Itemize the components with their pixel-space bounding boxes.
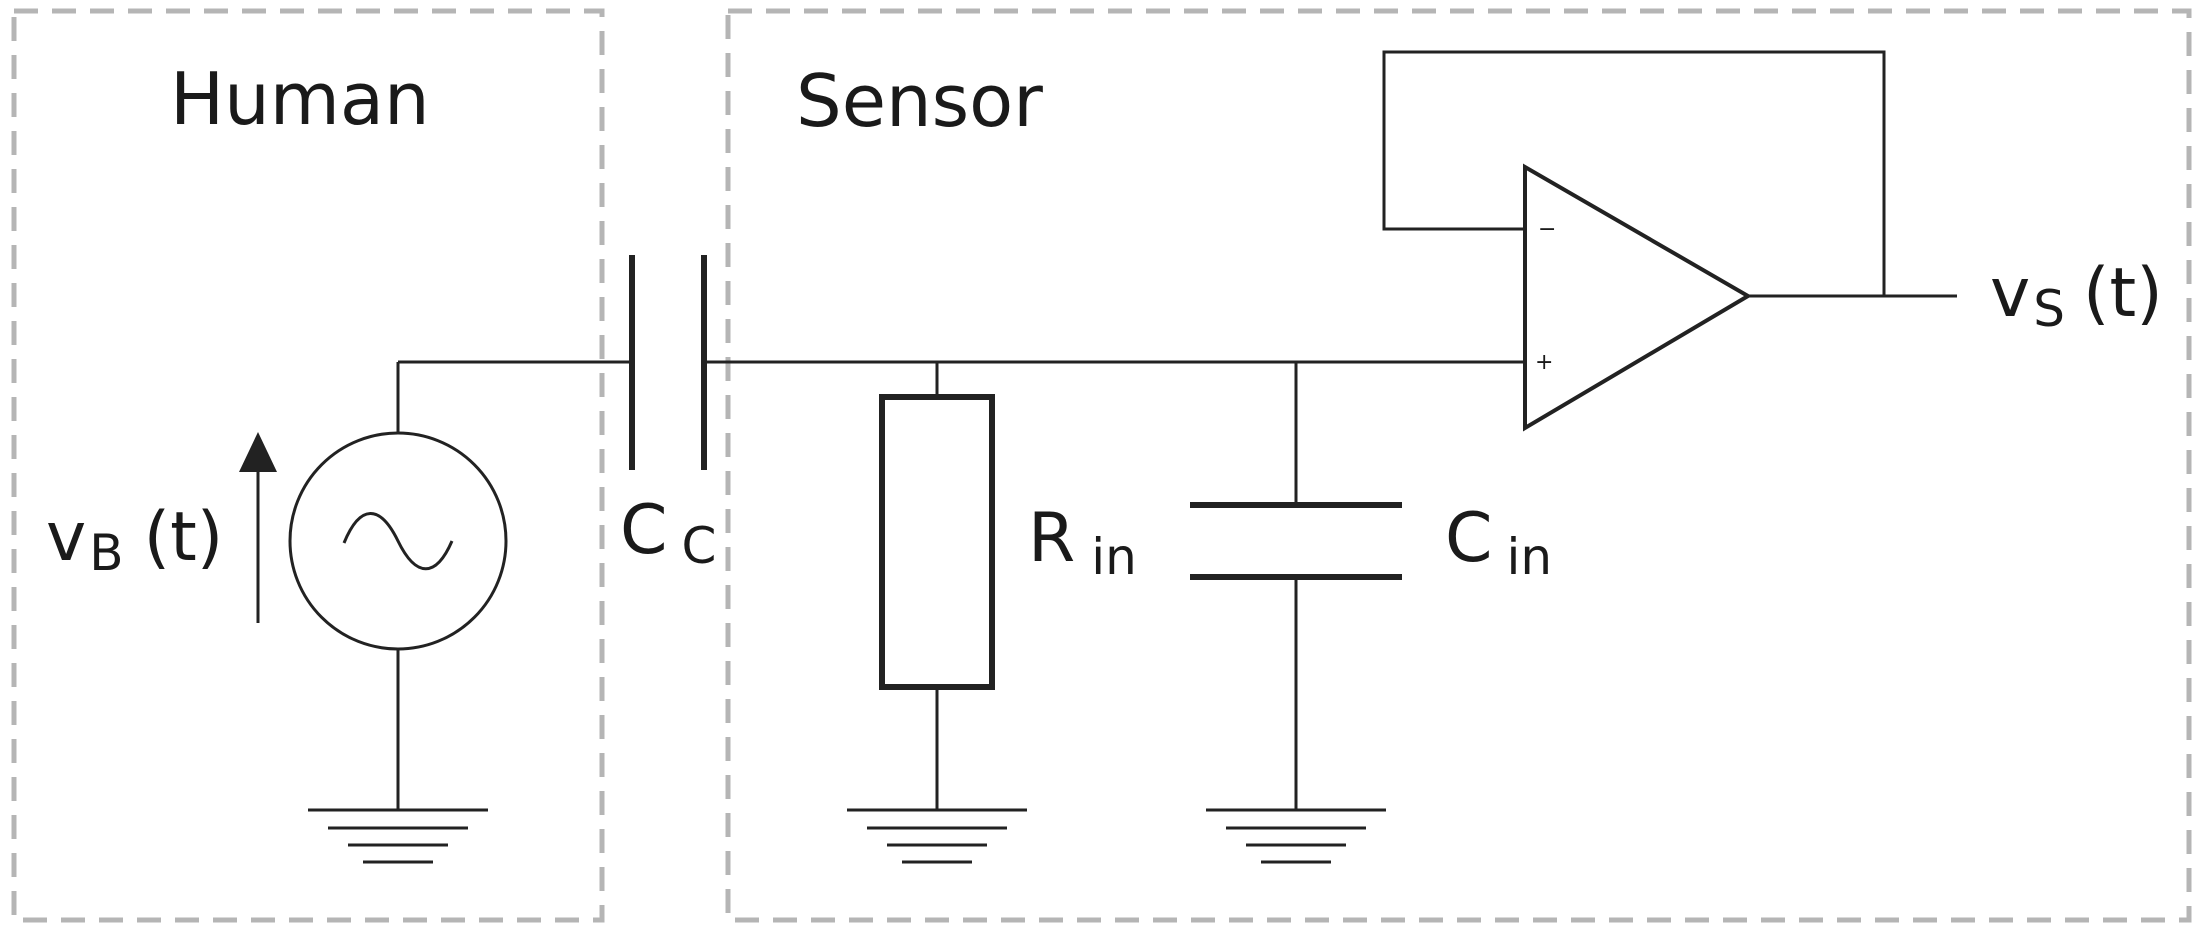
human-region-label: Human — [170, 57, 430, 141]
source-branch — [288, 360, 632, 810]
sensor-region-box — [725, 8, 2192, 923]
ground-symbol-capacitor — [1206, 808, 1386, 864]
vs-label: vS(t) — [1990, 254, 2163, 338]
coupling-capacitor — [629, 255, 707, 470]
opamp-minus-label: − — [1538, 217, 1556, 242]
feedback-wire — [1382, 50, 1886, 296]
sine-wave-icon — [342, 512, 454, 571]
input-resistor — [879, 362, 995, 810]
human-region-box — [11, 8, 605, 923]
op-amp: − + — [1523, 163, 1752, 432]
sensor-region-label: Sensor — [796, 59, 1043, 143]
ground-symbol-source — [308, 808, 488, 864]
voltage-arrow-icon — [239, 432, 277, 623]
ground-symbol-resistor — [847, 808, 1027, 864]
vb-label: vB(t) — [46, 498, 223, 582]
opamp-plus-label: + — [1535, 350, 1553, 375]
input-capacitor — [1190, 362, 1402, 810]
